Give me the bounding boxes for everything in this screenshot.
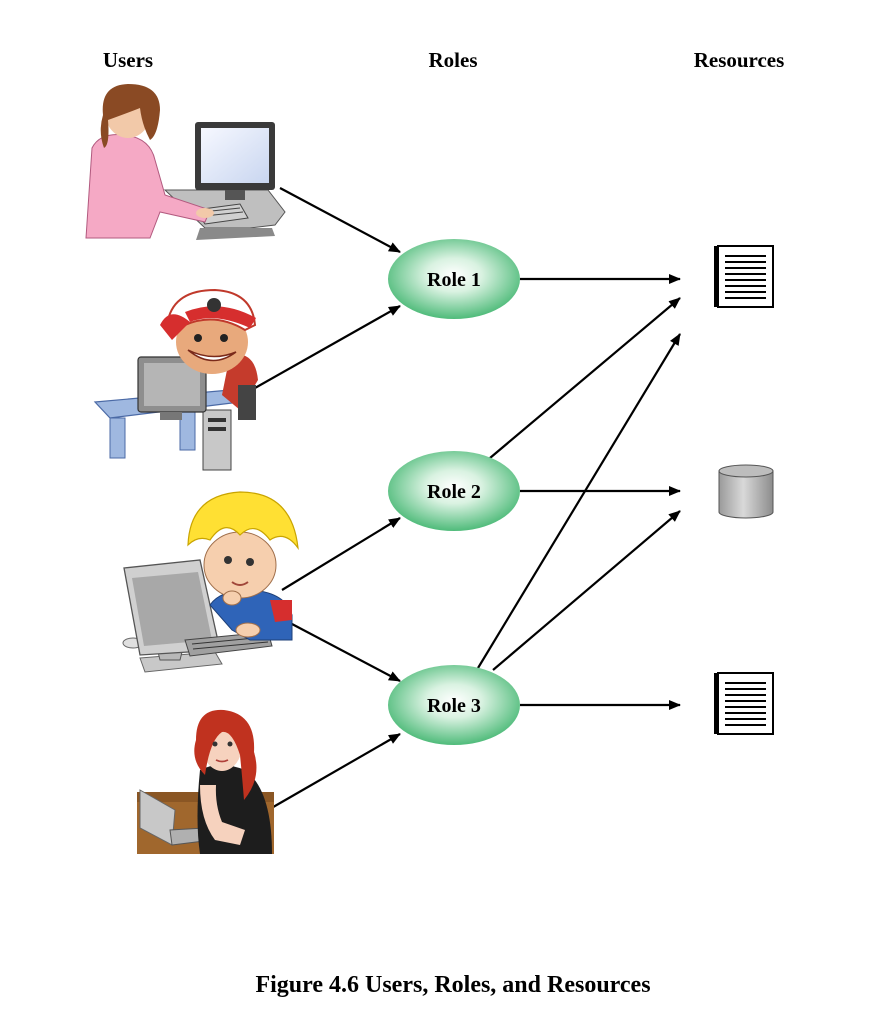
user-role-arrows [254, 187, 401, 811]
arrow-user1-role1 [279, 187, 401, 253]
users-header: Users [102, 48, 154, 72]
arrow-role3-res2 [492, 510, 681, 671]
arrow-role2-res1 [489, 297, 681, 459]
role-2-label: Role 2 [427, 481, 481, 503]
resources-header: Resources [693, 48, 785, 72]
hacker-boy-at-desktop-icon [93, 288, 258, 471]
arrow-role3-res1 [477, 333, 681, 669]
arrow-user4-role3 [267, 733, 401, 811]
database-icon [718, 464, 774, 519]
figure-caption: Figure 4.6 Users, Roles, and Resources [255, 972, 651, 998]
document-icon [714, 245, 774, 308]
role-1-label: Role 1 [427, 269, 481, 291]
role-1: Role 1 [388, 239, 520, 319]
arrow-user3-role2 [281, 517, 401, 591]
arrow-user2-role1 [254, 305, 401, 389]
document-icon [714, 672, 774, 735]
roles-header: Roles [428, 48, 478, 72]
blond-boy-at-computer-icon [122, 491, 299, 673]
redhead-woman-with-laptop-icon [137, 709, 274, 854]
role-2: Role 2 [388, 451, 520, 531]
woman-at-desktop-icon [85, 84, 286, 240]
role-resource-arrows [477, 274, 681, 710]
role-3: Role 3 [388, 665, 520, 745]
arrow-user3-role3 [291, 623, 401, 682]
role-3-label: Role 3 [427, 695, 481, 717]
